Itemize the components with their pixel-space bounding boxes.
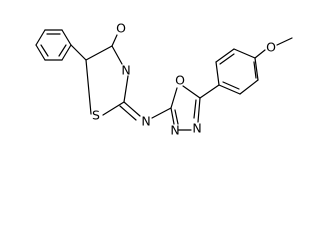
oxadiazole-ring xyxy=(170,85,201,131)
thiazolidinone-ring xyxy=(70,34,129,116)
atom-label-oxadiazole-n2: N xyxy=(192,121,201,136)
atom-label-thiazole-s: S xyxy=(92,108,100,123)
methoxyphenyl-ring xyxy=(199,48,259,99)
atom-label-oxadiazole-o: O xyxy=(175,73,185,88)
chemical-structure: O N S N O N N O xyxy=(35,21,293,138)
atom-label-hydroxyl-o: O xyxy=(116,21,126,36)
phenyl-ring xyxy=(35,29,72,61)
atom-labels: O N S N O N N O xyxy=(92,21,276,138)
atom-label-thiazole-n: N xyxy=(121,63,130,78)
atom-label-methoxy-o: O xyxy=(266,40,276,55)
methoxy-group xyxy=(254,37,293,59)
atom-label-imine-n: N xyxy=(141,114,150,129)
atom-label-oxadiazole-n1: N xyxy=(170,123,179,138)
imine-linkage xyxy=(119,101,172,121)
